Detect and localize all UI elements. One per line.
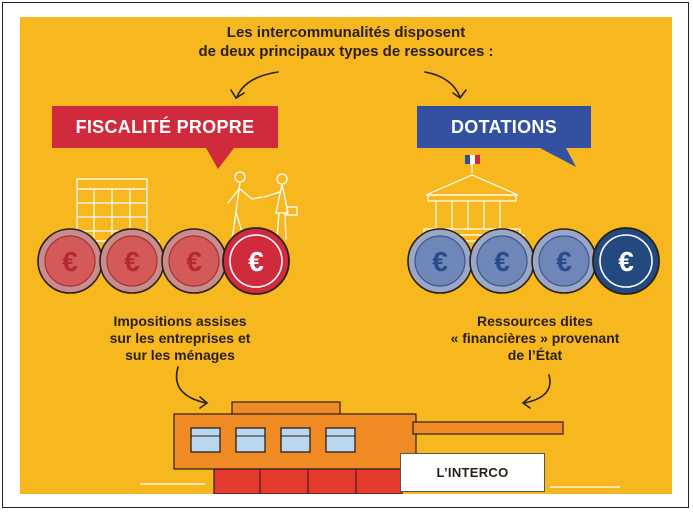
svg-text:€: € [556,246,572,277]
euro-coin-icon: € [37,228,103,294]
bubble-tail-red [206,148,234,169]
euro-coin-icon: € [531,228,597,294]
fiscalite-propre-bubble: FISCALITÉ PROPRE [52,106,278,148]
infographic-title: Les intercommunalités disposent de deux … [20,23,672,61]
title-line-1: Les intercommunalités disposent [226,24,466,41]
arrow-bottom-left [175,366,209,409]
euro-coin-icon: € [407,228,473,294]
euro-coin-icon-highlight: € [222,227,290,295]
fiscalite-description-line-3: sur les ménages [125,347,235,363]
handshake-people-icon [227,171,298,240]
arrow-left [230,71,279,100]
euro-coin-icon: € [161,228,227,294]
fiscalite-description: Impositions assises sur les entreprises … [70,313,290,364]
svg-text:€: € [186,246,202,277]
coins-blue: € € € € [407,227,660,295]
government-building-icon [419,174,525,242]
svg-text:€: € [432,246,448,277]
interco-building-icon [140,401,620,494]
infographic-panel: € € € € € [20,17,672,494]
coins-red: € € € € [37,227,290,295]
interco-label: L’INTERCO [400,453,545,492]
illustration-layer: € € € € € [37,71,660,494]
euro-coin-icon: € [469,228,535,294]
svg-text:€: € [62,246,78,277]
svg-text:€: € [124,246,140,277]
svg-text:€: € [494,246,510,277]
dotations-description-line-2: « financières » provenant [450,330,620,346]
title-line-2: de deux principaux types de ressources : [198,43,494,60]
dotations-description-line-1: Ressources dites [477,313,593,329]
euro-coin-icon-highlight: € [592,227,660,295]
dotations-bubble: DOTATIONS [417,106,591,148]
arrow-bottom-right [521,374,551,409]
fiscalite-description-line-1: Impositions assises [113,313,247,329]
fiscalite-description-line-2: sur les entreprises et [109,330,251,346]
arrow-right [424,71,467,100]
svg-text:€: € [248,246,264,277]
dotations-description-line-3: de l’État [507,347,563,363]
svg-text:€: € [618,246,634,277]
euro-coin-icon: € [99,228,165,294]
bubble-tail-blue [540,148,576,167]
french-flag-icon [465,155,480,173]
dotations-description: Ressources dites « financières » provena… [420,313,650,364]
